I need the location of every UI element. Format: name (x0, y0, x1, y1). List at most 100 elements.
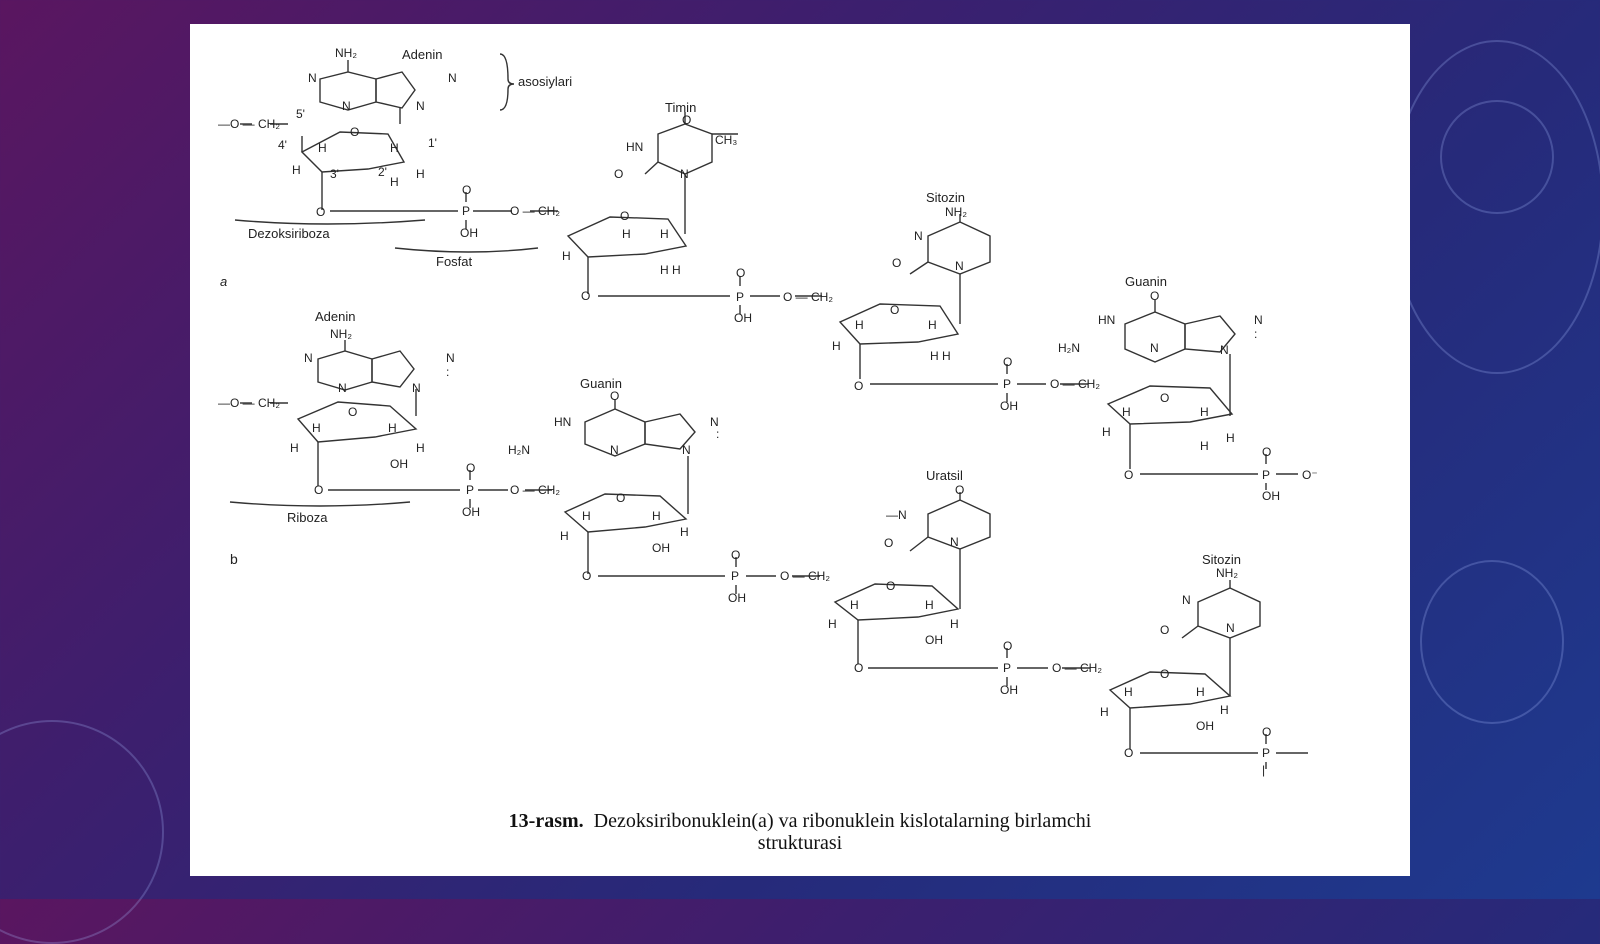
uracil-ring (927, 499, 991, 550)
svg-text:O: O (1262, 445, 1271, 459)
svg-text:H: H (850, 598, 859, 612)
svg-text:N: N (342, 99, 351, 113)
label-uratsil: Uratsil (926, 468, 963, 483)
svg-text:O: O (614, 167, 623, 181)
svg-text:H: H (1200, 405, 1209, 419)
label-fosfat: Fosfat (436, 254, 473, 269)
svg-text:O: O (1160, 391, 1169, 405)
svg-text:3': 3' (330, 167, 339, 181)
svg-text:O: O (1003, 355, 1012, 369)
svg-text::: : (446, 365, 449, 379)
svg-text:H: H (832, 339, 841, 353)
svg-text:OH: OH (462, 505, 480, 519)
svg-text:NH₂: NH₂ (1216, 566, 1238, 580)
svg-text:H: H (828, 617, 837, 631)
svg-text:O: O (582, 569, 591, 583)
svg-text:OH: OH (1000, 399, 1018, 413)
svg-text::: : (716, 427, 719, 441)
svg-text:N: N (412, 381, 421, 395)
svg-text:N: N (680, 167, 689, 181)
svg-text:N: N (448, 71, 457, 85)
label-asosiylari: asosiylari (518, 74, 572, 89)
svg-text:H: H (562, 249, 571, 263)
svg-text:N: N (914, 229, 923, 243)
svg-text:H: H (1226, 431, 1235, 445)
svg-text:O — CH₂: O — CH₂ (1052, 661, 1102, 675)
svg-text:O: O (886, 579, 895, 593)
svg-text:O: O (955, 483, 964, 497)
svg-text:H: H (1102, 425, 1111, 439)
svg-text:P: P (1003, 661, 1011, 675)
svg-text:CH₃: CH₃ (715, 133, 737, 147)
svg-text:—O — CH₂: —O — CH₂ (218, 396, 280, 410)
svg-text:O: O (682, 113, 691, 127)
svg-text:O — CH₂: O — CH₂ (1050, 377, 1100, 391)
svg-text:H: H (388, 421, 397, 435)
svg-text:NH₂: NH₂ (335, 46, 357, 60)
svg-text:O: O (348, 405, 357, 419)
svg-text:N: N (1220, 343, 1229, 357)
svg-text:N: N (1182, 593, 1191, 607)
decorative-ring (1390, 40, 1600, 374)
svg-text:O: O (1262, 725, 1271, 739)
svg-text:NH₂: NH₂ (330, 327, 352, 341)
guanine-imidazole-a (1184, 315, 1236, 353)
svg-text:OH: OH (652, 541, 670, 555)
svg-text:H: H (1100, 705, 1109, 719)
svg-text:H: H (1220, 703, 1229, 717)
svg-text:N: N (950, 535, 959, 549)
svg-text:O: O (890, 303, 899, 317)
svg-text:H: H (680, 525, 689, 539)
svg-text:H: H (318, 141, 327, 155)
label-part-b: b (230, 551, 238, 567)
svg-text:N: N (308, 71, 317, 85)
svg-text:—N: —N (886, 508, 907, 522)
svg-text:H: H (652, 509, 661, 523)
svg-text:HN: HN (1098, 313, 1115, 327)
label-riboza: Riboza (287, 510, 328, 525)
svg-text:N: N (1226, 621, 1235, 635)
svg-text:N: N (338, 381, 347, 395)
svg-text:H H: H H (660, 263, 681, 277)
svg-text:OH: OH (1000, 683, 1018, 697)
svg-text:N: N (1150, 341, 1159, 355)
svg-text:H₂N: H₂N (1058, 341, 1080, 355)
svg-text:O: O (1003, 639, 1012, 653)
svg-text:4': 4' (278, 138, 287, 152)
svg-text:H: H (290, 441, 299, 455)
svg-text:H: H (928, 318, 937, 332)
svg-text:OH: OH (1262, 489, 1280, 503)
svg-text:O: O (314, 483, 323, 497)
svg-text:H: H (390, 175, 399, 189)
svg-text:P: P (1003, 377, 1011, 391)
caption-number: 13-rasm. (508, 810, 584, 832)
svg-text:O — CH₂: O — CH₂ (783, 290, 833, 304)
svg-text:H: H (1196, 685, 1205, 699)
label-adenin-a: Adenin (402, 47, 442, 62)
svg-text:OH: OH (1196, 719, 1214, 733)
svg-text:1': 1' (428, 136, 437, 150)
svg-text:O: O (616, 491, 625, 505)
label-timin: Timin (665, 100, 696, 115)
svg-text:P: P (1262, 468, 1270, 482)
svg-text:H: H (1124, 685, 1133, 699)
svg-text:HN: HN (626, 140, 643, 154)
svg-text:H: H (1200, 439, 1209, 453)
svg-text:N: N (610, 443, 619, 457)
svg-text:N: N (682, 443, 691, 457)
svg-text:N: N (416, 99, 425, 113)
svg-text:O: O (466, 461, 475, 475)
figure-caption: 13-rasm. Dezoksiribonuklein(a) va ribonu… (190, 810, 1410, 854)
svg-text:H: H (312, 421, 321, 435)
svg-text:H: H (582, 509, 591, 523)
svg-text:O: O (462, 183, 471, 197)
svg-text:N: N (304, 351, 313, 365)
label-dezoksiriboza: Dezoksiriboza (248, 226, 330, 241)
label-sitozin-a: Sitozin (926, 190, 965, 205)
svg-text:O: O (610, 389, 619, 403)
svg-text:H: H (855, 318, 864, 332)
svg-text:NH₂: NH₂ (945, 205, 967, 219)
caption-line1: Dezoksiribonuklein(a) va ribonuklein kis… (593, 810, 1092, 832)
svg-text:O — CH₂: O — CH₂ (510, 204, 560, 218)
